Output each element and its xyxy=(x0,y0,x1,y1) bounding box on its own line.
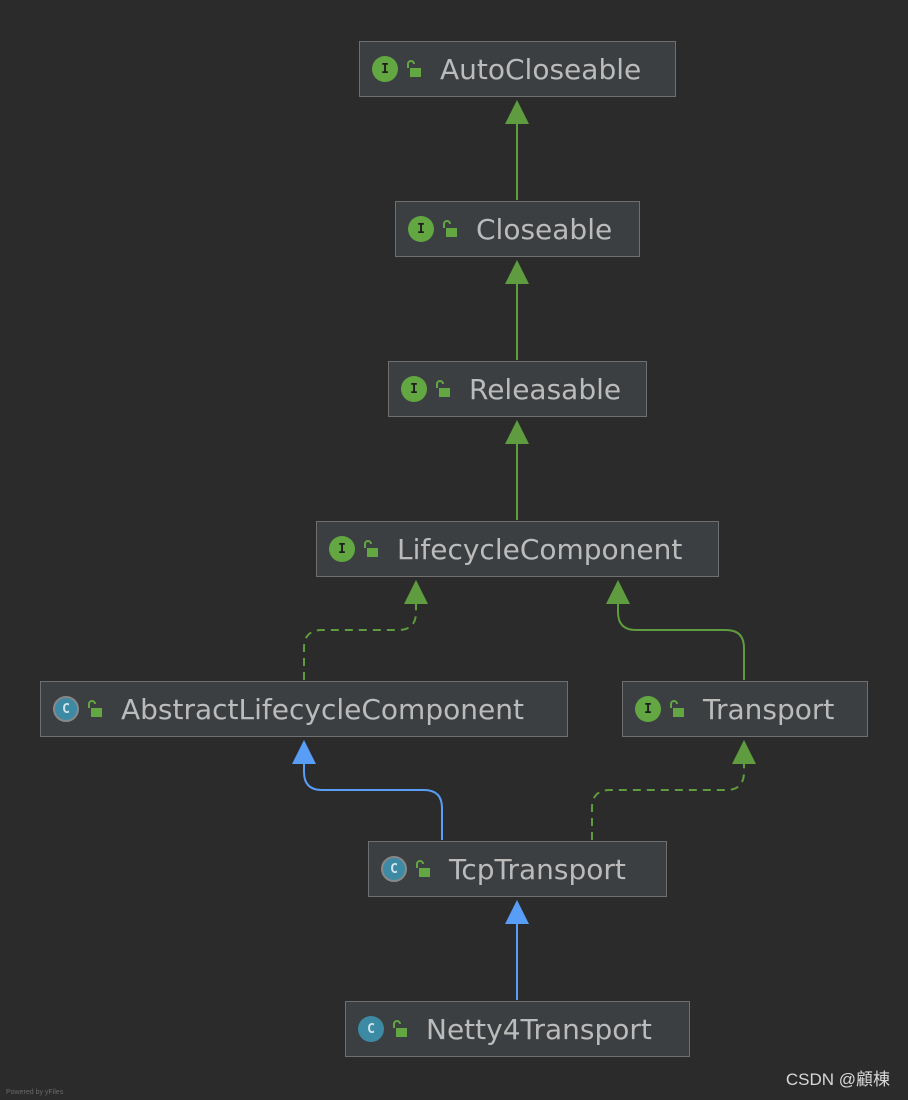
unlocked-icon xyxy=(670,700,684,717)
interface-icon: I xyxy=(329,536,355,562)
arrowhead-autocloseable xyxy=(505,100,529,124)
arrowhead-tcptransport xyxy=(505,900,529,924)
interface-icon: I xyxy=(401,376,427,402)
unlocked-icon xyxy=(393,1020,407,1037)
unlocked-icon xyxy=(443,220,457,237)
arrowhead-lifecycle-right xyxy=(606,580,630,604)
unlocked-icon xyxy=(88,700,102,717)
unlocked-icon xyxy=(416,860,430,877)
edge-tcp-abstract xyxy=(303,762,443,840)
watermark: CSDN @顧棟 xyxy=(785,1070,890,1089)
arrowhead-releasable xyxy=(505,420,529,444)
node-abstractlifecyclecomponent[interactable]: C AbstractLifecycleComponent xyxy=(40,681,568,737)
node-autocloseable[interactable]: I AutoCloseable xyxy=(359,41,676,97)
node-transport[interactable]: I Transport xyxy=(622,681,868,737)
node-label: Releasable xyxy=(469,372,622,406)
edge-abstract-lifecycle xyxy=(303,602,417,680)
node-lifecyclecomponent[interactable]: I LifecycleComponent xyxy=(316,521,719,577)
interface-icon: I xyxy=(408,216,434,242)
node-label: AbstractLifecycleComponent xyxy=(121,692,524,726)
node-label: Transport xyxy=(703,692,835,726)
node-releasable[interactable]: I Releasable xyxy=(388,361,647,417)
node-tcptransport[interactable]: C TcpTransport xyxy=(368,841,667,897)
node-label: LifecycleComponent xyxy=(397,532,683,566)
powered-by-label: Powered by yFiles xyxy=(6,1089,64,1096)
edge-transport-lifecycle xyxy=(617,602,745,680)
abstract-class-icon: C xyxy=(381,856,407,882)
node-label: Netty4Transport xyxy=(426,1012,652,1046)
interface-icon: I xyxy=(635,696,661,722)
arrowhead-lifecycle-left xyxy=(404,580,428,604)
arrowhead-transport xyxy=(732,740,756,764)
node-closeable[interactable]: I Closeable xyxy=(395,201,640,257)
interface-icon: I xyxy=(372,56,398,82)
unlocked-icon xyxy=(436,380,450,397)
class-icon: C xyxy=(358,1016,384,1042)
node-netty4transport[interactable]: C Netty4Transport xyxy=(345,1001,690,1057)
node-label: TcpTransport xyxy=(449,852,626,886)
edge-tcp-transport xyxy=(591,762,745,840)
abstract-class-icon: C xyxy=(53,696,79,722)
unlocked-icon xyxy=(407,60,421,77)
unlocked-icon xyxy=(364,540,378,557)
arrowhead-closeable xyxy=(505,260,529,284)
node-label: AutoCloseable xyxy=(440,52,642,86)
node-label: Closeable xyxy=(476,212,613,246)
arrowhead-abstract xyxy=(292,740,316,764)
